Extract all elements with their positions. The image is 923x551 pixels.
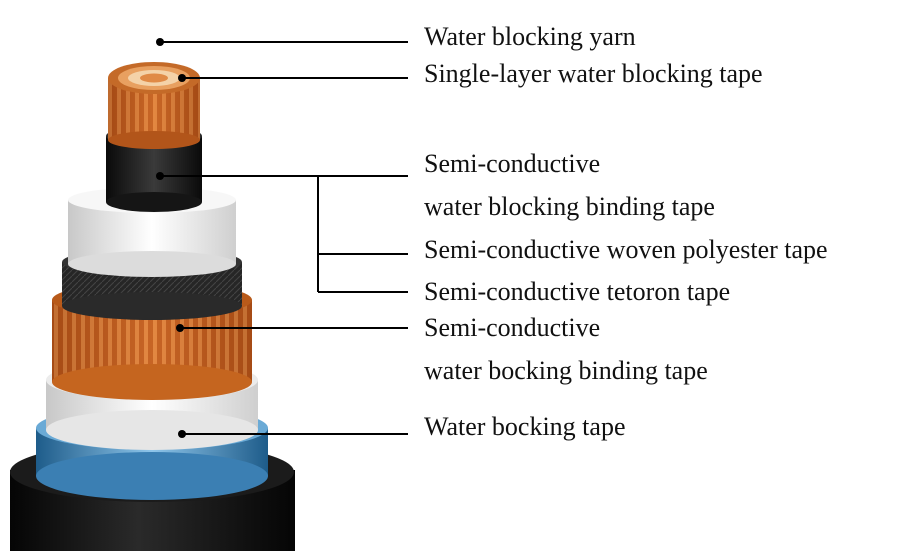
copper-conductor [108, 62, 200, 149]
label-binding-tape-2-line1: Semi-conductive [424, 313, 600, 342]
label-water-blocking-yarn: Water blocking yarn [424, 22, 636, 51]
label-semi-conductive-binding-line2: water blocking binding tape [424, 192, 715, 221]
dot-single-layer-tape [178, 74, 186, 82]
label-tetoron: Semi-conductive tetoron tape [424, 277, 730, 306]
dot-water-bocking-tape [178, 430, 186, 438]
leader-dots [156, 38, 186, 438]
dot-water-blocking-yarn [156, 38, 164, 46]
dot-binding-tape-2 [176, 324, 184, 332]
label-binding-tape-2-line2: water bocking binding tape [424, 356, 708, 385]
label-water-bocking-tape: Water bocking tape [424, 412, 626, 441]
label-single-layer-tape: Single-layer water blocking tape [424, 59, 763, 88]
dot-semi-conductive-binding [156, 172, 164, 180]
label-woven-polyester: Semi-conductive woven polyester tape [424, 235, 828, 264]
label-semi-conductive-binding-line1: Semi-conductive [424, 149, 600, 178]
leader-lines [160, 41, 408, 435]
